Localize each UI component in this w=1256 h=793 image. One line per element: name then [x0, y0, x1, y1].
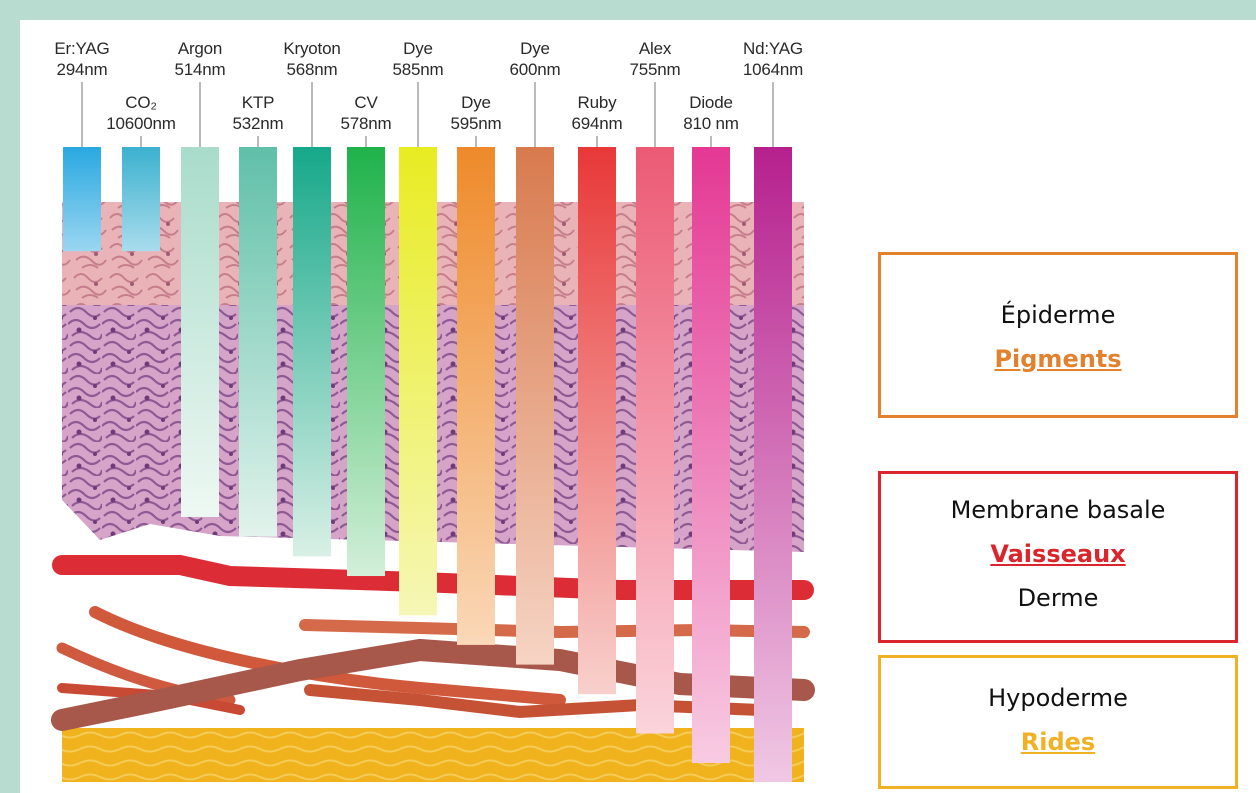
laser-label: Dye 600nm: [475, 38, 595, 80]
vessels-key: Vaisseaux: [990, 540, 1126, 568]
laser-name: KTP: [241, 93, 275, 112]
laser-wavelength: 595nm: [450, 114, 502, 133]
laser-beam: [239, 147, 277, 537]
laser-label: Alex 755nm: [595, 38, 715, 80]
laser-label: Argon 514nm: [140, 38, 260, 80]
hypodermis-legend-box: Hypoderme Rides: [878, 655, 1238, 789]
label-ticks: [81, 82, 774, 147]
laser-beam: [347, 147, 385, 577]
laser-wavelength: 755nm: [629, 60, 681, 79]
laser-name: CO₂: [125, 93, 157, 112]
laser-wavelength: 10600nm: [106, 114, 176, 133]
laser-name: Diode: [689, 93, 733, 112]
laser-beam: [516, 147, 554, 665]
laser-name: Dye: [461, 93, 491, 112]
laser-wavelength: 810 nm: [683, 114, 739, 133]
laser-name: Argon: [177, 39, 223, 58]
laser-wavelength: 694nm: [571, 114, 623, 133]
laser-beam: [181, 147, 219, 517]
laser-wavelength: 578nm: [340, 114, 392, 133]
laser-wavelength: 532nm: [232, 114, 284, 133]
laser-name: Ruby: [577, 93, 617, 112]
laser-wavelength: 568nm: [286, 60, 338, 79]
laser-label: Ruby 694nm: [537, 92, 657, 134]
laser-beam: [122, 147, 160, 252]
laser-beam: [692, 147, 730, 764]
laser-beams: [63, 147, 792, 782]
dermis-legend-box: Membrane basale Vaisseaux Derme: [878, 471, 1238, 643]
laser-name: Kryoton: [283, 39, 341, 58]
laser-label: Er:YAG 294nm: [22, 38, 142, 80]
epidermis-title: Épiderme: [1000, 301, 1116, 329]
laser-label: CO₂ 10600nm: [81, 92, 201, 134]
laser-beam: [63, 147, 101, 252]
laser-beam: [578, 147, 616, 695]
laser-penetration-diagram: [51, 82, 815, 782]
laser-label: Dye 585nm: [358, 38, 478, 80]
hypodermis-fat-layer: [62, 728, 804, 782]
epidermis-legend-box: Épiderme Pigments: [878, 252, 1238, 418]
laser-beam: [636, 147, 674, 734]
laser-label: CV 578nm: [306, 92, 426, 134]
laser-wavelength: 514nm: [174, 60, 226, 79]
laser-name: Dye: [403, 39, 433, 58]
laser-wavelength: 600nm: [509, 60, 561, 79]
laser-name: Alex: [638, 39, 672, 58]
hypodermis-title: Hypoderme: [988, 684, 1128, 712]
laser-beam: [754, 147, 792, 782]
laser-wavelength: 1064nm: [742, 60, 804, 79]
laser-label: Nd:YAG 1064nm: [713, 38, 833, 80]
laser-beam: [457, 147, 495, 645]
laser-label: Diode 810 nm: [651, 92, 771, 134]
laser-label: KTP 532nm: [198, 92, 318, 134]
laser-name: CV: [354, 93, 378, 112]
laser-name: Nd:YAG: [743, 39, 803, 58]
laser-label: Kryoton 568nm: [252, 38, 372, 80]
dermis-title: Membrane basale: [950, 496, 1166, 524]
dermis-subtitle: Derme: [1017, 584, 1099, 612]
laser-name: Dye: [520, 39, 550, 58]
pigments-key: Pigments: [994, 345, 1122, 373]
laser-beam: [399, 147, 437, 616]
laser-wavelength: 294nm: [56, 60, 108, 79]
laser-name: Er:YAG: [54, 39, 110, 58]
laser-wavelength: 585nm: [392, 60, 444, 79]
wrinkles-key: Rides: [1020, 728, 1096, 756]
laser-label: Dye 595nm: [416, 92, 536, 134]
laser-beam: [293, 147, 331, 557]
